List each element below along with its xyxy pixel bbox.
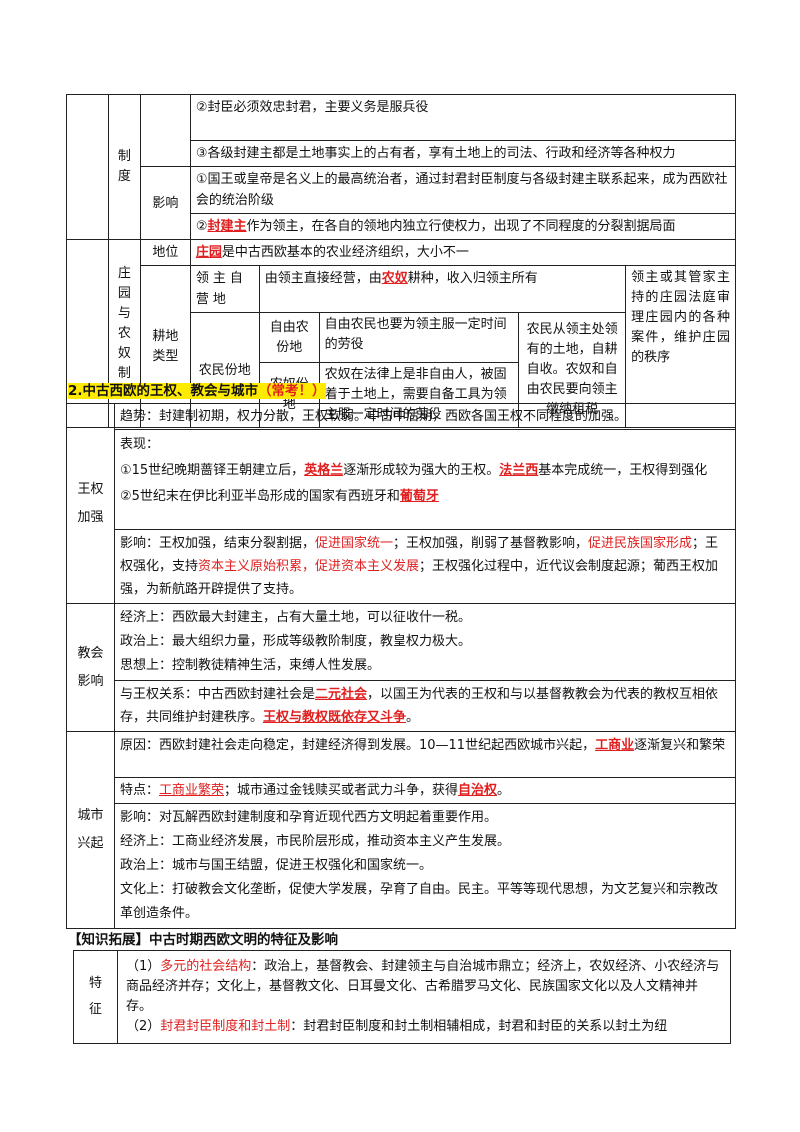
influence-2: ②封建主作为领主，在各自的领地内独立行使权力，出现了不同程度的分裂割据局面: [189, 213, 737, 240]
section-2-heading: 2.中古西欧的王权、教会与城市（常考！）: [68, 383, 326, 399]
court-text: 领主或其管家主持的庄园法庭审理庄园内的各种案件，维护庄园的秩序: [625, 265, 736, 428]
extension-heading: 【知识拓展】中古时期西欧文明的特征及影响: [68, 932, 338, 948]
feature-text: （1）多元的社会结构：政治上，基督教会、封建领主与自治城市鼎立；经济上，农奴经济…: [116, 950, 732, 1044]
france-keyword: 法兰西: [499, 463, 539, 478]
left-blank-cell: [66, 94, 109, 240]
kingship-church-city-table: 王权加强 趋势：封建制初期，权力分散，王权软弱。中古中后期，西欧各国王权不同程度…: [66, 403, 737, 929]
diwei-label: 地位: [139, 239, 191, 266]
gengdi-label: 耕地类型: [139, 265, 191, 428]
wangquan-trend: 趋势：封建制初期，权力分散，王权软弱。中古中后期，西欧各国王权不同程度的加强。: [113, 403, 737, 430]
chengshi-feature: 特点：工商业繁荣；城市通过金钱赎买或者武力斗争，获得自治权。: [113, 777, 737, 804]
ziying-label: 领主自营地: [189, 265, 260, 313]
ziyou-text: 自由农民也要为领主服一定时间的劳役: [318, 312, 520, 363]
oath-row: ②封臣必须效忠封君，主要义务是服兵役: [195, 100, 429, 115]
commerce-keyword: 工商业: [595, 738, 635, 753]
diwei-text: 庄园是中古西欧基本的农业经济组织，大小不一: [189, 239, 737, 266]
church-king-struggle-keyword: 王权与教权既依存又斗争: [263, 710, 407, 725]
autonomy-keyword: 自治权: [458, 783, 498, 798]
chengshi-reason: 原因：西欧封建社会走向稳定，封建经济得到发展。10—11世纪起西欧城市兴起，工商…: [113, 731, 737, 778]
ziyou-label: 自由农份地: [258, 312, 320, 363]
extension-table: 特征 （1）多元的社会结构：政治上，基督教会、封建领主与自治城市鼎立；经济上，农…: [73, 950, 732, 1044]
feudal-system-table: 制度 ②封臣必须效忠封君，主要义务是服兵役 ③各级封建主都是土地事实上的占有者，…: [66, 94, 737, 428]
yingxiang-label: 影响: [139, 166, 191, 240]
zhuangyuan-label: 庄园与农奴制度: [107, 239, 141, 428]
portugal-keyword: 葡萄牙: [399, 489, 439, 504]
dual-society-keyword: 二元社会: [315, 687, 368, 702]
england-keyword: 英格兰: [304, 463, 344, 478]
wangquan-biaoxian: 表现： ①15世纪晚期蔷铎王朝建立后，英格兰逐渐形成较为强大的王权。法兰西基本完…: [113, 429, 737, 530]
serf-keyword: 农奴: [381, 271, 408, 286]
jiaohui-relation: 与王权关系：中古西欧封建社会是二元社会，以国王为代表的王权和与以基督教教会为代表…: [113, 680, 737, 732]
jiaohui-aspects: 经济上：西欧最大封建主，占有大量土地，可以征收什一税。 政治上：最大组织力量，形…: [113, 603, 737, 681]
zhidu-label: 制度: [107, 94, 141, 240]
chengshi-influence: 影响：对瓦解西欧封建制度和孕育近现代西方文明起着重要作用。 经济上：工商业经济发…: [113, 803, 737, 929]
left-blank-cell-2: [66, 239, 109, 428]
wangquan-label: 王权加强: [66, 403, 115, 604]
power-row: ③各级封建主都是土地事实上的占有者，享有土地上的司法、行政和经济等各种权力: [189, 140, 737, 167]
wangquan-influence: 影响：王权加强，结束分裂割据，促进国家统一；王权加强，削弱了基督教影响，促进民族…: [113, 529, 737, 604]
blank-cell: [139, 94, 191, 167]
manor-keyword: 庄园: [195, 245, 222, 260]
influence-1: ①国王或皇帝是名义上的最高统治者，通过封君封臣制度与各级封建主联系起来，成为西欧…: [189, 166, 737, 214]
chengshi-label: 城市兴起: [66, 731, 115, 929]
ziying-text: 由领主直接经营，由农奴耕种，收入归领主所有: [258, 265, 627, 313]
feature-label: 特征: [73, 950, 118, 1044]
feudal-lord-keyword: 封建主: [207, 219, 247, 234]
jiaohui-label: 教会影响: [66, 603, 115, 732]
